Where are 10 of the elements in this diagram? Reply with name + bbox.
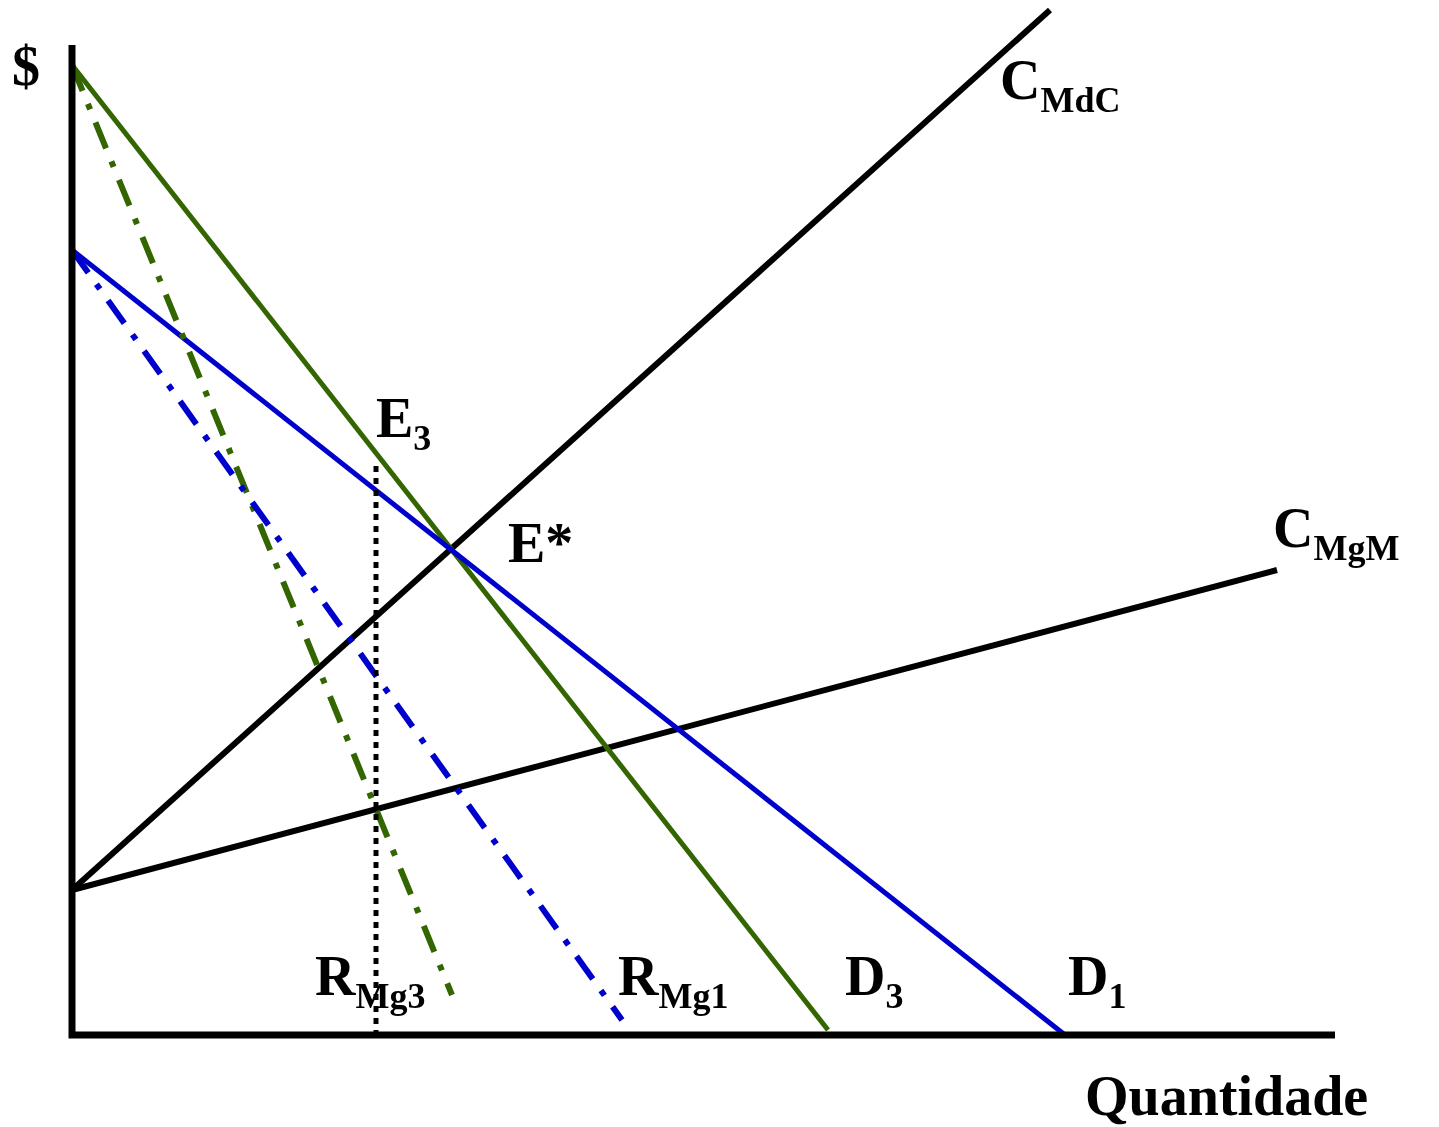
curve-label: D$_{1}$ [1068, 948, 1127, 1014]
point-label: E$_{3}$ [376, 390, 432, 456]
axis-label: Quantidade [1085, 1068, 1369, 1124]
curve-label: R$_{Mg1}$ [618, 948, 729, 1014]
curve-label: C$_{MgM}$ [1273, 500, 1400, 566]
curve-label: C$_{MdC}$ [1000, 52, 1121, 118]
axis-label: $ [12, 38, 40, 94]
curve-label: R$_{Mg3}$ [315, 948, 426, 1014]
point-label: E* [508, 515, 574, 571]
curve-label: D$_{3}$ [845, 948, 904, 1014]
